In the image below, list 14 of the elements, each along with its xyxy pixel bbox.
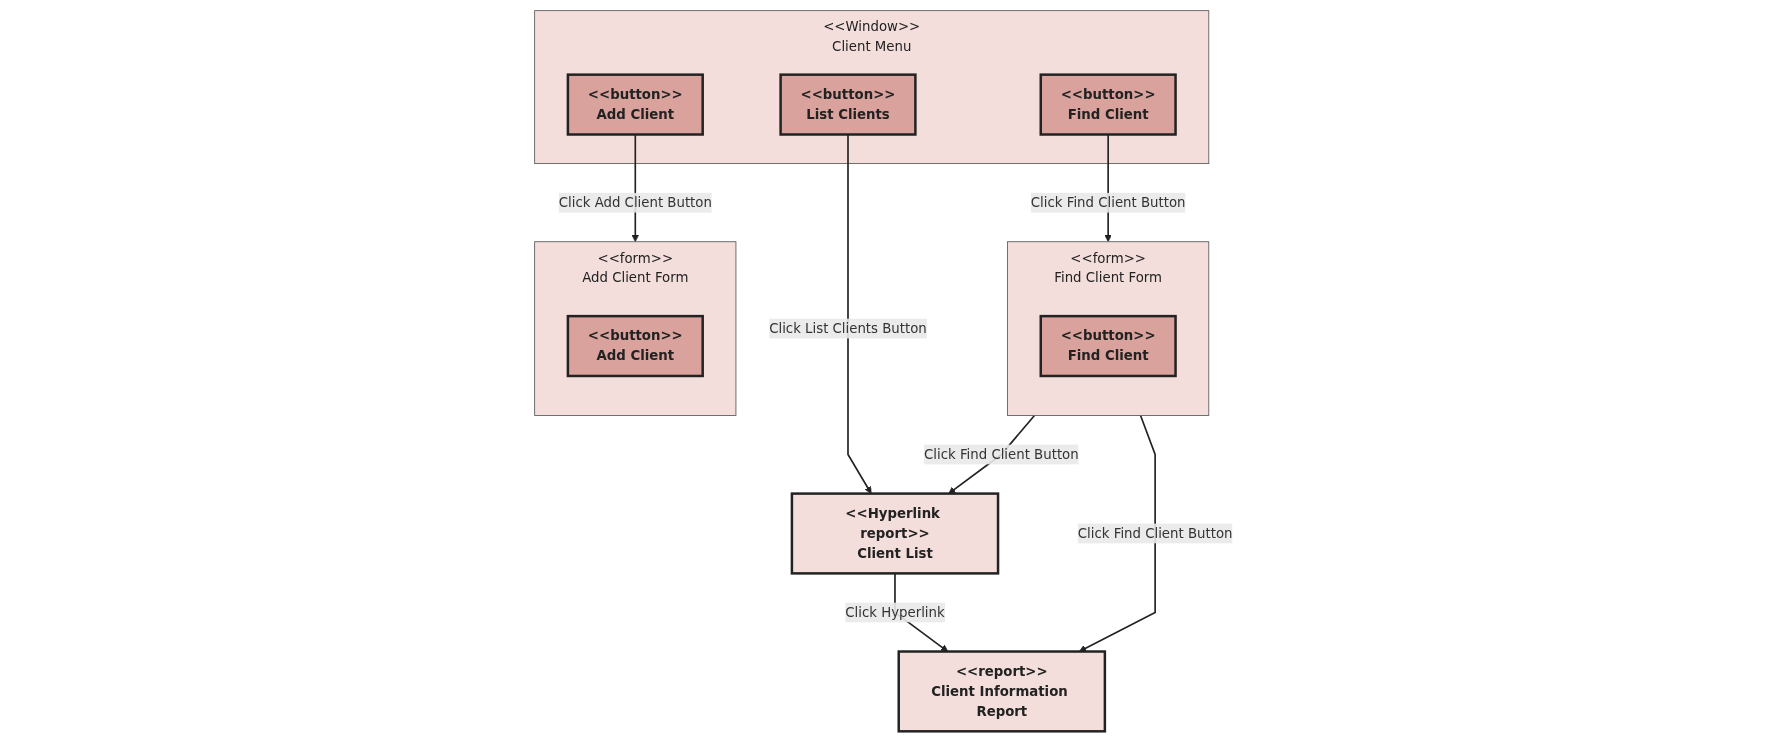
node-box: <<report>> Client Information Report — [897, 650, 1107, 733]
node-box: <<button>> Find Client — [1039, 73, 1178, 136]
node-box: <<Hyperlink report>> Client List — [791, 492, 1000, 575]
node-box: <<button>> Find Client — [1039, 314, 1178, 378]
node-box: <<button>> Add Client — [567, 73, 705, 136]
edge-label: Click Find Client Button — [1031, 194, 1186, 211]
arrow — [1079, 414, 1157, 652]
node-box: <<button>> Add Client — [567, 314, 705, 378]
edge-label: Click Find Client Button — [1078, 525, 1233, 541]
edge-label: Click Find Client Button — [924, 446, 1080, 463]
edge-label: Click Add Client Button — [559, 194, 713, 211]
edge-label: Click List Clients Button — [769, 320, 928, 337]
edge-label: Click Hyperlink — [845, 604, 946, 620]
node-box: <<button>> List Clients — [779, 73, 918, 136]
